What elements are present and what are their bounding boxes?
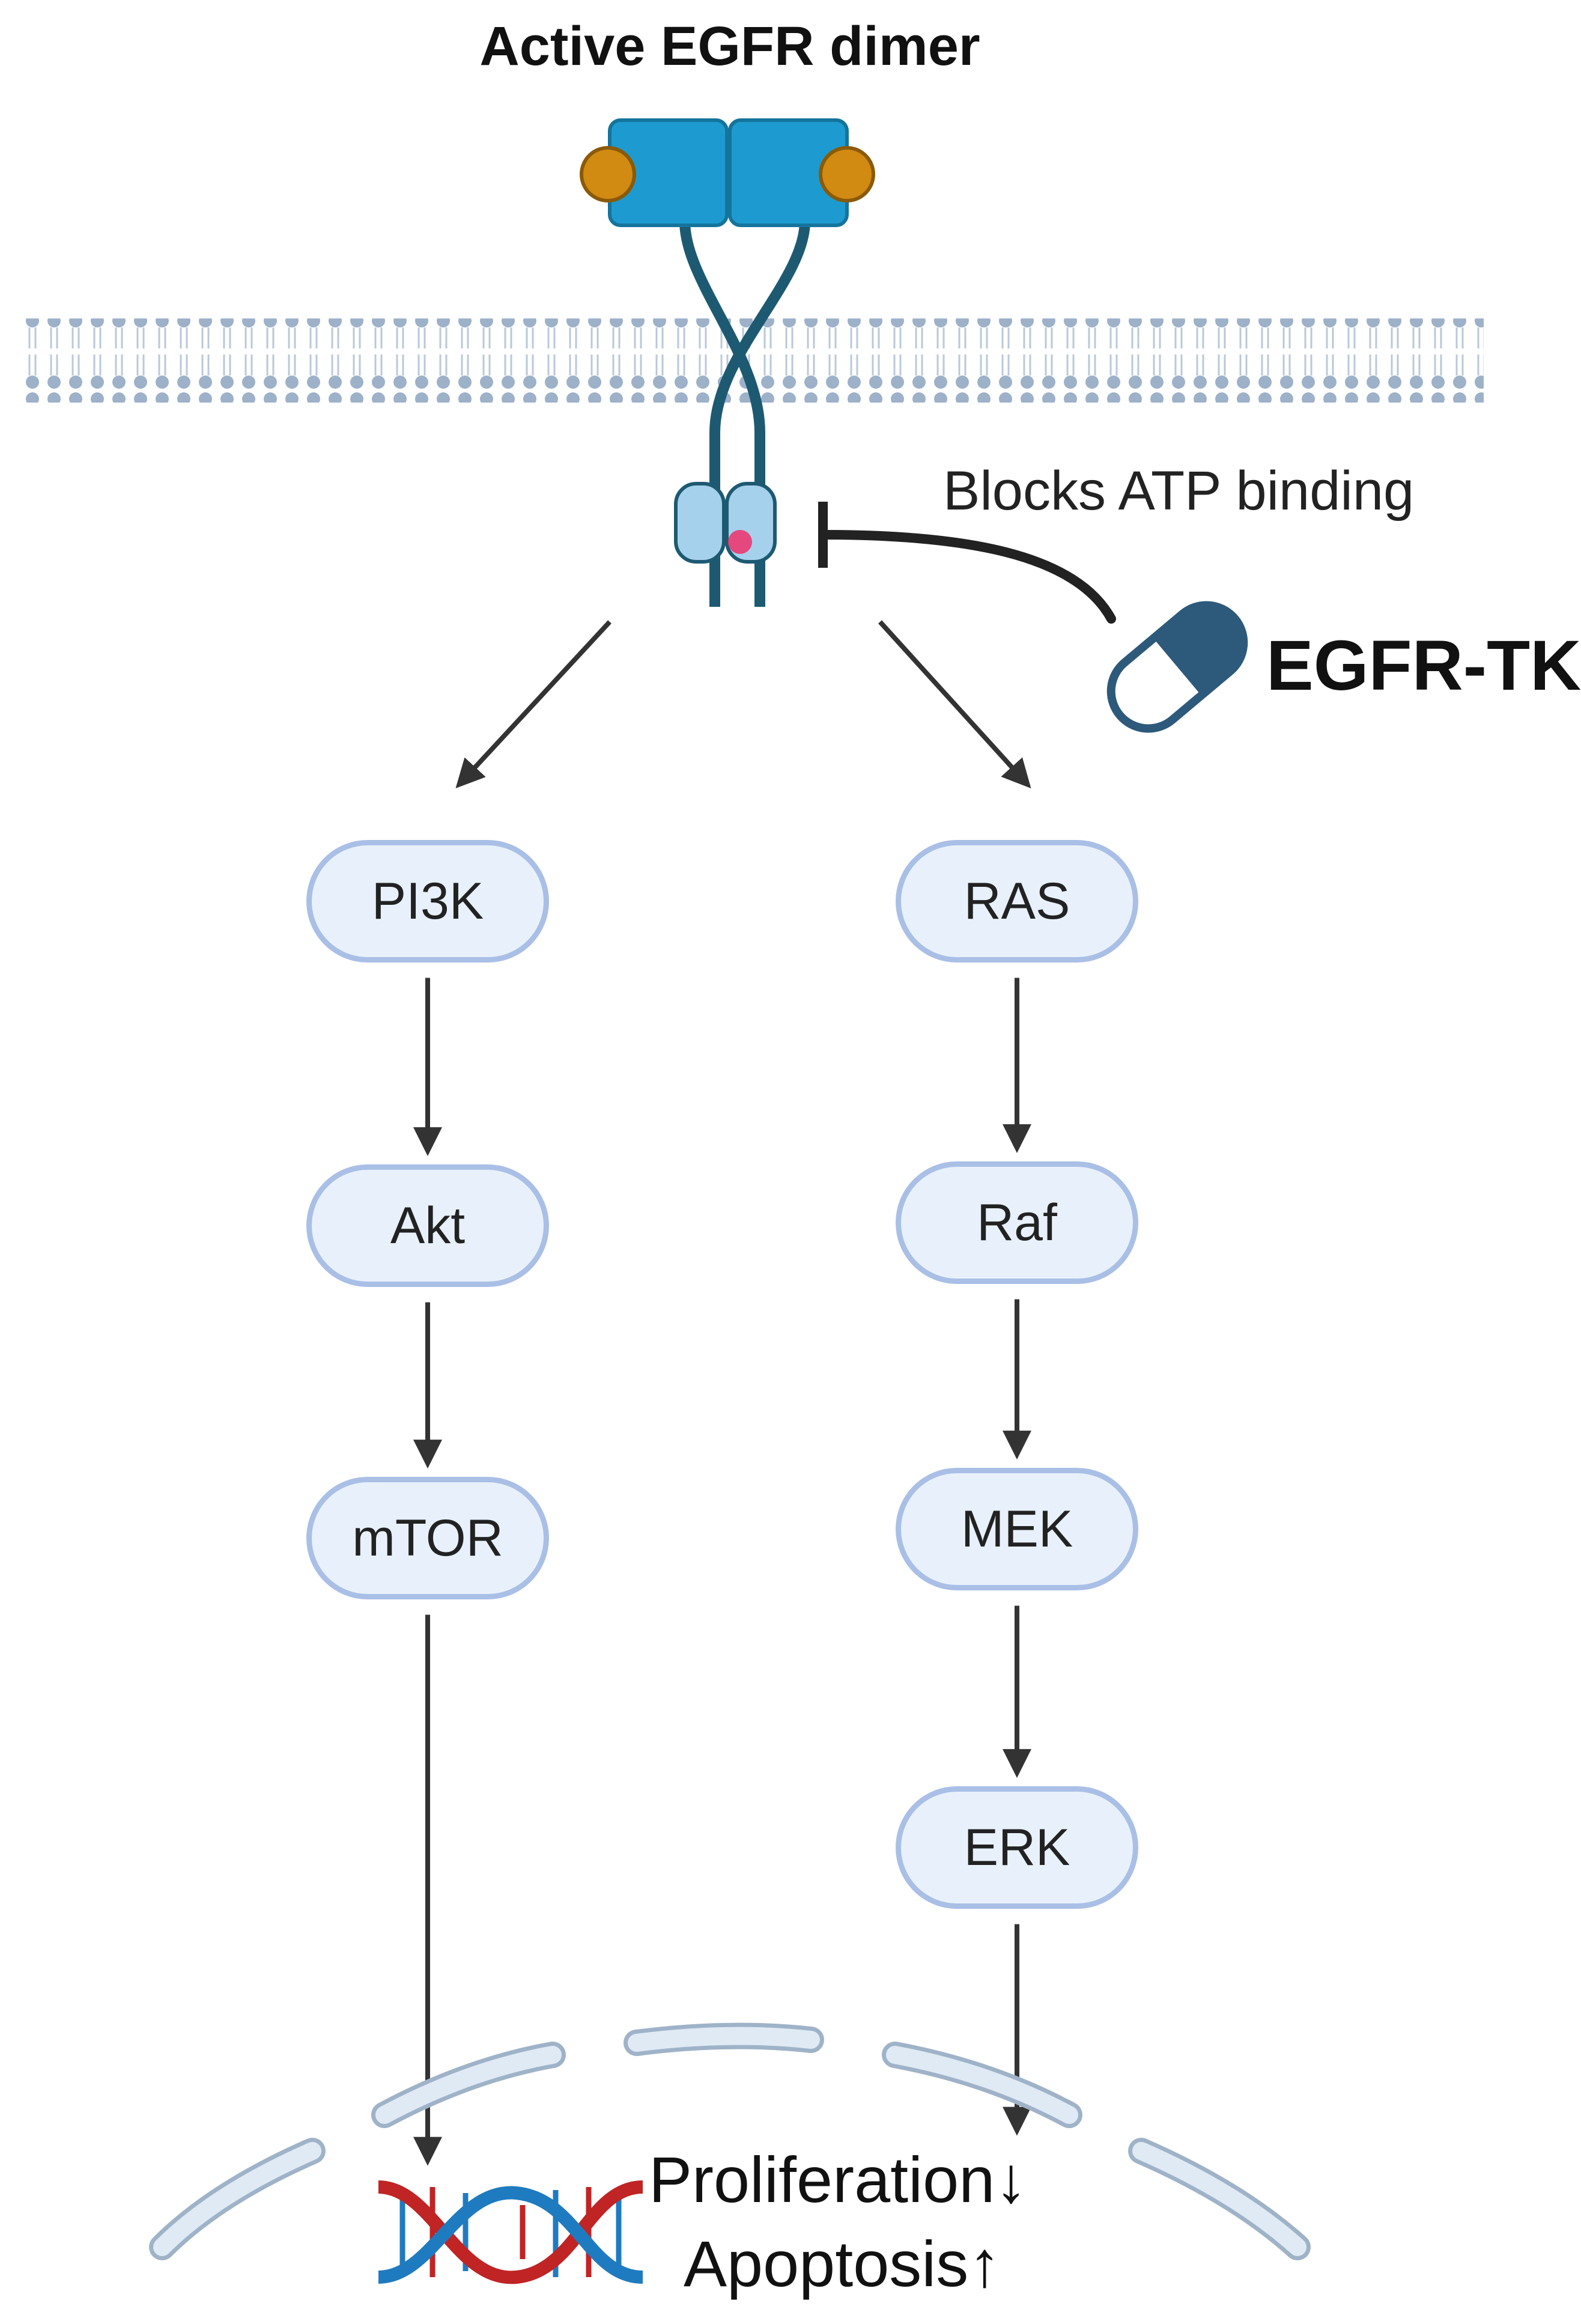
node-box bbox=[306, 1477, 549, 1599]
pathway-node-ras: RAS bbox=[896, 840, 1138, 963]
pathway-node-mtor: mTOR bbox=[306, 1477, 549, 1599]
receptor-stalk-left bbox=[679, 221, 765, 607]
kinase-domain-left bbox=[674, 482, 726, 564]
inhibition-line bbox=[818, 530, 1116, 624]
egf-ligand-left bbox=[580, 146, 636, 202]
capsule-icon bbox=[1106, 601, 1248, 733]
egfr-dimer bbox=[580, 118, 875, 607]
inhibitor-action-label: Blocks ATP binding bbox=[943, 460, 1414, 522]
node-label: Raf bbox=[977, 1194, 1058, 1252]
node-box bbox=[306, 840, 549, 963]
node-box bbox=[306, 1164, 549, 1287]
pathway-node-pi3k: PI3K bbox=[306, 840, 549, 963]
arrow-to-pi3k bbox=[455, 620, 611, 789]
pathway-node-erk: ERK bbox=[896, 1786, 1138, 1909]
pathway-node-akt: Akt bbox=[306, 1164, 549, 1287]
arrow-to-ras bbox=[878, 620, 1031, 789]
node-box bbox=[896, 1786, 1138, 1909]
node-label: PI3K bbox=[372, 872, 484, 930]
dna-icon bbox=[378, 2180, 643, 2284]
node-label: MEK bbox=[961, 1500, 1073, 1558]
pathway-node-raf: Raf bbox=[896, 1161, 1138, 1284]
receptor-stalk-right bbox=[709, 221, 810, 607]
diagram-title: Active EGFR dimer bbox=[479, 16, 980, 77]
drug-label: EGFR-TKI bbox=[1266, 626, 1581, 705]
node-label: mTOR bbox=[352, 1509, 503, 1567]
node-box bbox=[896, 840, 1138, 963]
node-label: ERK bbox=[964, 1819, 1070, 1876]
pathway-node-mek: MEK bbox=[896, 1468, 1138, 1590]
node-box bbox=[896, 1161, 1138, 1284]
node-label: RAS bbox=[964, 872, 1070, 930]
outcome-apoptosis: Apoptosis↑ bbox=[684, 2227, 1001, 2300]
egf-ligand-right bbox=[819, 146, 875, 202]
atp-binding-site bbox=[728, 530, 752, 554]
nuclear-envelope bbox=[149, 2022, 1311, 2260]
node-label: Akt bbox=[390, 1197, 465, 1255]
outcome-proliferation: Proliferation↓ bbox=[649, 2143, 1027, 2216]
node-box bbox=[896, 1468, 1138, 1590]
